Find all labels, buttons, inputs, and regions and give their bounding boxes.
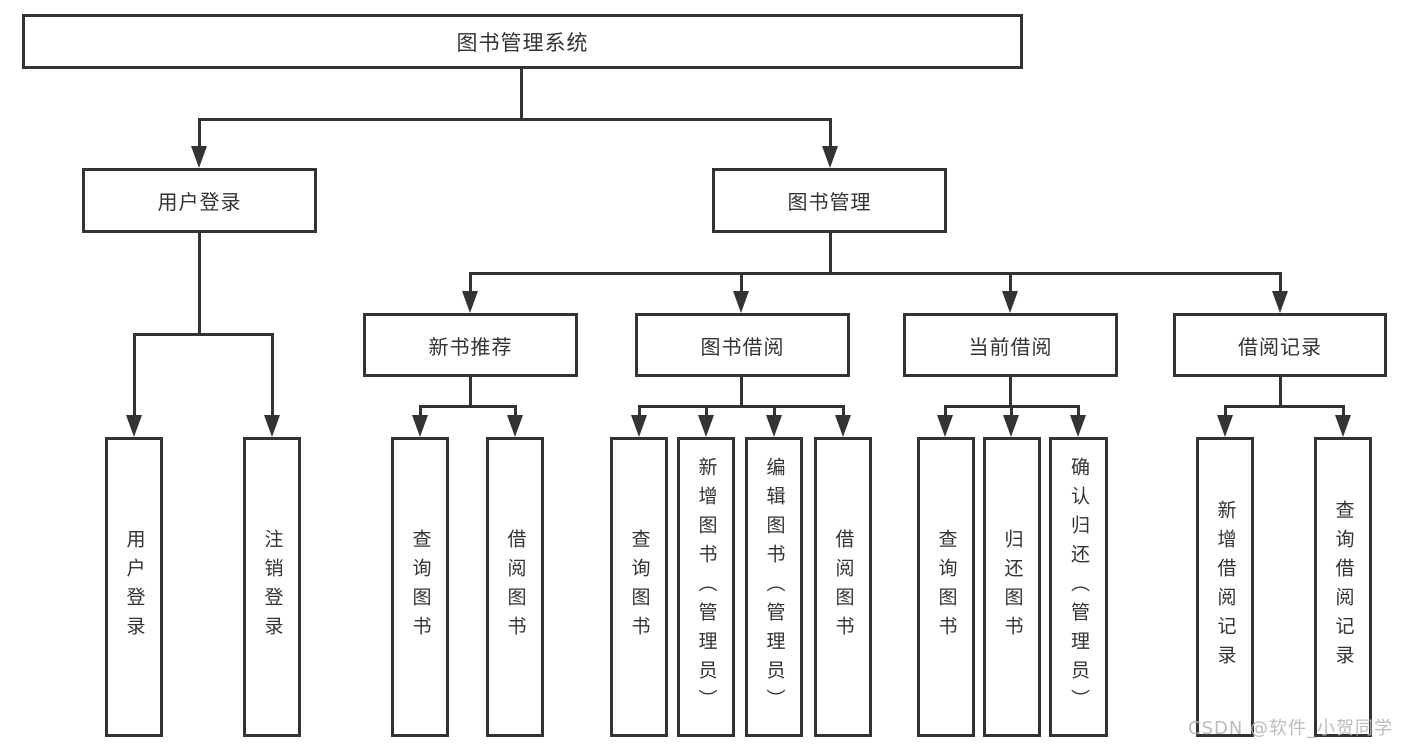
connector-line bbox=[705, 405, 708, 417]
leaf-label: 归还图书 bbox=[1001, 529, 1024, 645]
arrow-down-icon bbox=[1003, 415, 1019, 437]
connector-line bbox=[198, 118, 832, 121]
connector-line bbox=[1279, 272, 1282, 296]
connector-line bbox=[829, 233, 832, 275]
node-book-management: 图书管理 bbox=[712, 168, 947, 233]
leaf-borrow-books-2: 借阅图书 bbox=[814, 437, 872, 737]
arrow-down-icon bbox=[733, 291, 749, 313]
leaf-label: 借阅图书 bbox=[832, 529, 855, 645]
connector-line bbox=[638, 405, 641, 417]
arrow-down-icon bbox=[412, 415, 428, 437]
arrow-down-icon bbox=[507, 415, 523, 437]
connector-line bbox=[773, 405, 776, 417]
connector-line bbox=[469, 377, 472, 408]
csdn-watermark: CSDN @软件_小贺同学 bbox=[1188, 718, 1394, 739]
leaf-label: 用户登录 bbox=[123, 529, 146, 645]
connector-line bbox=[1224, 405, 1345, 408]
connector-line bbox=[829, 118, 832, 152]
connector-line bbox=[1342, 405, 1345, 417]
leaf-confirm-return-admin: 确认归还（管理员） bbox=[1049, 437, 1108, 737]
leaf-label: 新增图书（管理员） bbox=[695, 456, 718, 718]
connector-line bbox=[133, 333, 136, 417]
leaf-borrow-books-1: 借阅图书 bbox=[486, 437, 544, 737]
arrow-down-icon bbox=[1070, 415, 1086, 437]
connector-line bbox=[419, 405, 422, 417]
connector-line bbox=[133, 333, 274, 336]
arrow-down-icon bbox=[822, 146, 838, 168]
arrow-down-icon bbox=[191, 146, 207, 168]
connector-line bbox=[520, 69, 523, 120]
connector-line bbox=[1009, 272, 1012, 296]
arrow-down-icon bbox=[462, 291, 478, 313]
connector-line bbox=[469, 272, 1282, 275]
leaf-query-borrow-record: 查询借阅记录 bbox=[1314, 437, 1372, 737]
node-book-borrowing: 图书借阅 bbox=[635, 313, 850, 377]
connector-line bbox=[1077, 405, 1080, 417]
connector-line bbox=[842, 405, 845, 417]
node-root: 图书管理系统 bbox=[22, 14, 1023, 69]
leaf-query-books-2: 查询图书 bbox=[610, 437, 668, 737]
leaf-query-books-1: 查询图书 bbox=[391, 437, 449, 737]
leaf-logout: 注销登录 bbox=[243, 437, 301, 737]
arrow-down-icon bbox=[766, 415, 782, 437]
arrow-down-icon bbox=[1217, 415, 1233, 437]
leaf-user-login: 用户登录 bbox=[105, 437, 163, 737]
node-new-book-recommend: 新书推荐 bbox=[363, 313, 578, 377]
node-user-login: 用户登录 bbox=[82, 168, 317, 233]
connector-line bbox=[198, 233, 201, 335]
arrow-down-icon bbox=[264, 415, 280, 437]
arrow-down-icon bbox=[698, 415, 714, 437]
connector-line bbox=[944, 405, 947, 417]
connector-line bbox=[271, 333, 274, 417]
connector-line bbox=[198, 118, 201, 152]
connector-line bbox=[1224, 405, 1227, 417]
arrow-down-icon bbox=[937, 415, 953, 437]
arrow-down-icon bbox=[1272, 291, 1288, 313]
leaf-label: 查询图书 bbox=[409, 529, 432, 645]
leaf-return-books: 归还图书 bbox=[983, 437, 1041, 737]
leaf-query-books-3: 查询图书 bbox=[917, 437, 975, 737]
leaf-label: 注销登录 bbox=[261, 529, 284, 645]
leaf-label: 查询借阅记录 bbox=[1332, 500, 1355, 674]
connector-line bbox=[1010, 405, 1013, 417]
leaf-label: 新增借阅记录 bbox=[1214, 500, 1237, 674]
leaf-label: 查询图书 bbox=[628, 529, 651, 645]
leaf-add-borrow-record: 新增借阅记录 bbox=[1196, 437, 1254, 737]
connector-line bbox=[740, 377, 743, 408]
connector-line bbox=[419, 405, 517, 408]
leaf-label: 编辑图书（管理员） bbox=[763, 456, 786, 718]
leaf-label: 查询图书 bbox=[935, 529, 958, 645]
connector-line bbox=[1279, 377, 1282, 408]
leaf-label: 确认归还（管理员） bbox=[1068, 456, 1090, 718]
arrow-down-icon bbox=[631, 415, 647, 437]
arrow-down-icon bbox=[1335, 415, 1351, 437]
node-current-borrowing: 当前借阅 bbox=[903, 313, 1118, 377]
leaf-label: 借阅图书 bbox=[504, 529, 527, 645]
arrow-down-icon bbox=[126, 415, 142, 437]
node-borrowing-records: 借阅记录 bbox=[1173, 313, 1387, 377]
connector-line bbox=[469, 272, 472, 296]
connector-line bbox=[638, 405, 845, 408]
connector-line bbox=[1009, 377, 1012, 408]
arrow-down-icon bbox=[835, 415, 851, 437]
leaf-edit-books-admin: 编辑图书（管理员） bbox=[745, 437, 803, 737]
connector-line bbox=[740, 272, 743, 296]
arrow-down-icon bbox=[1002, 291, 1018, 313]
connector-line bbox=[514, 405, 517, 417]
leaf-add-books-admin: 新增图书（管理员） bbox=[677, 437, 735, 737]
